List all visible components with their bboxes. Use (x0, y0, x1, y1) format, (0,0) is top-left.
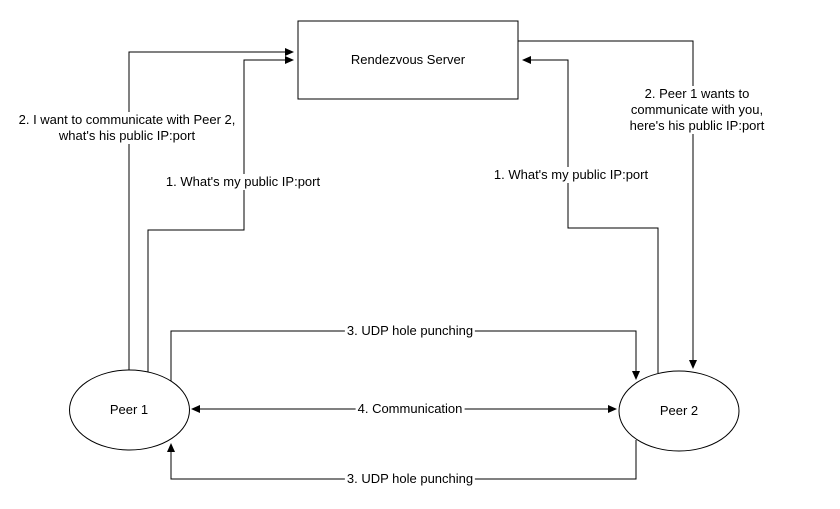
label-peer2-notify: 2. Peer 1 wants to communicate with you,… (625, 86, 769, 134)
arrow-peer2-query-to-server (522, 56, 659, 373)
label-communication: 4. Communication (355, 401, 465, 417)
arrow-server-notify-peer2 (518, 40, 697, 369)
label-peer1-request: 2. I want to communicate with Peer 2, wh… (16, 112, 238, 144)
label-peer2-query: 1. What's my public IP:port (491, 167, 651, 183)
label-udp-hole-punch-bottom: 3. UDP hole punching (344, 471, 476, 487)
peer1-ellipse (69, 369, 190, 451)
label-udp-hole-punch-top: 3. UDP hole punching (344, 323, 476, 339)
peer2-label: Peer 2 (659, 403, 699, 418)
peer2-ellipse (618, 370, 740, 452)
rendezvous-server-label: Rendezvous Server (350, 52, 466, 67)
label-peer1-query: 1. What's my public IP:port (163, 174, 323, 190)
peer1-label: Peer 1 (109, 402, 149, 417)
rendezvous-server-box (297, 20, 519, 100)
arrow-peer1-query-to-server (147, 56, 294, 372)
arrow-peer1-request-to-server (128, 48, 294, 370)
